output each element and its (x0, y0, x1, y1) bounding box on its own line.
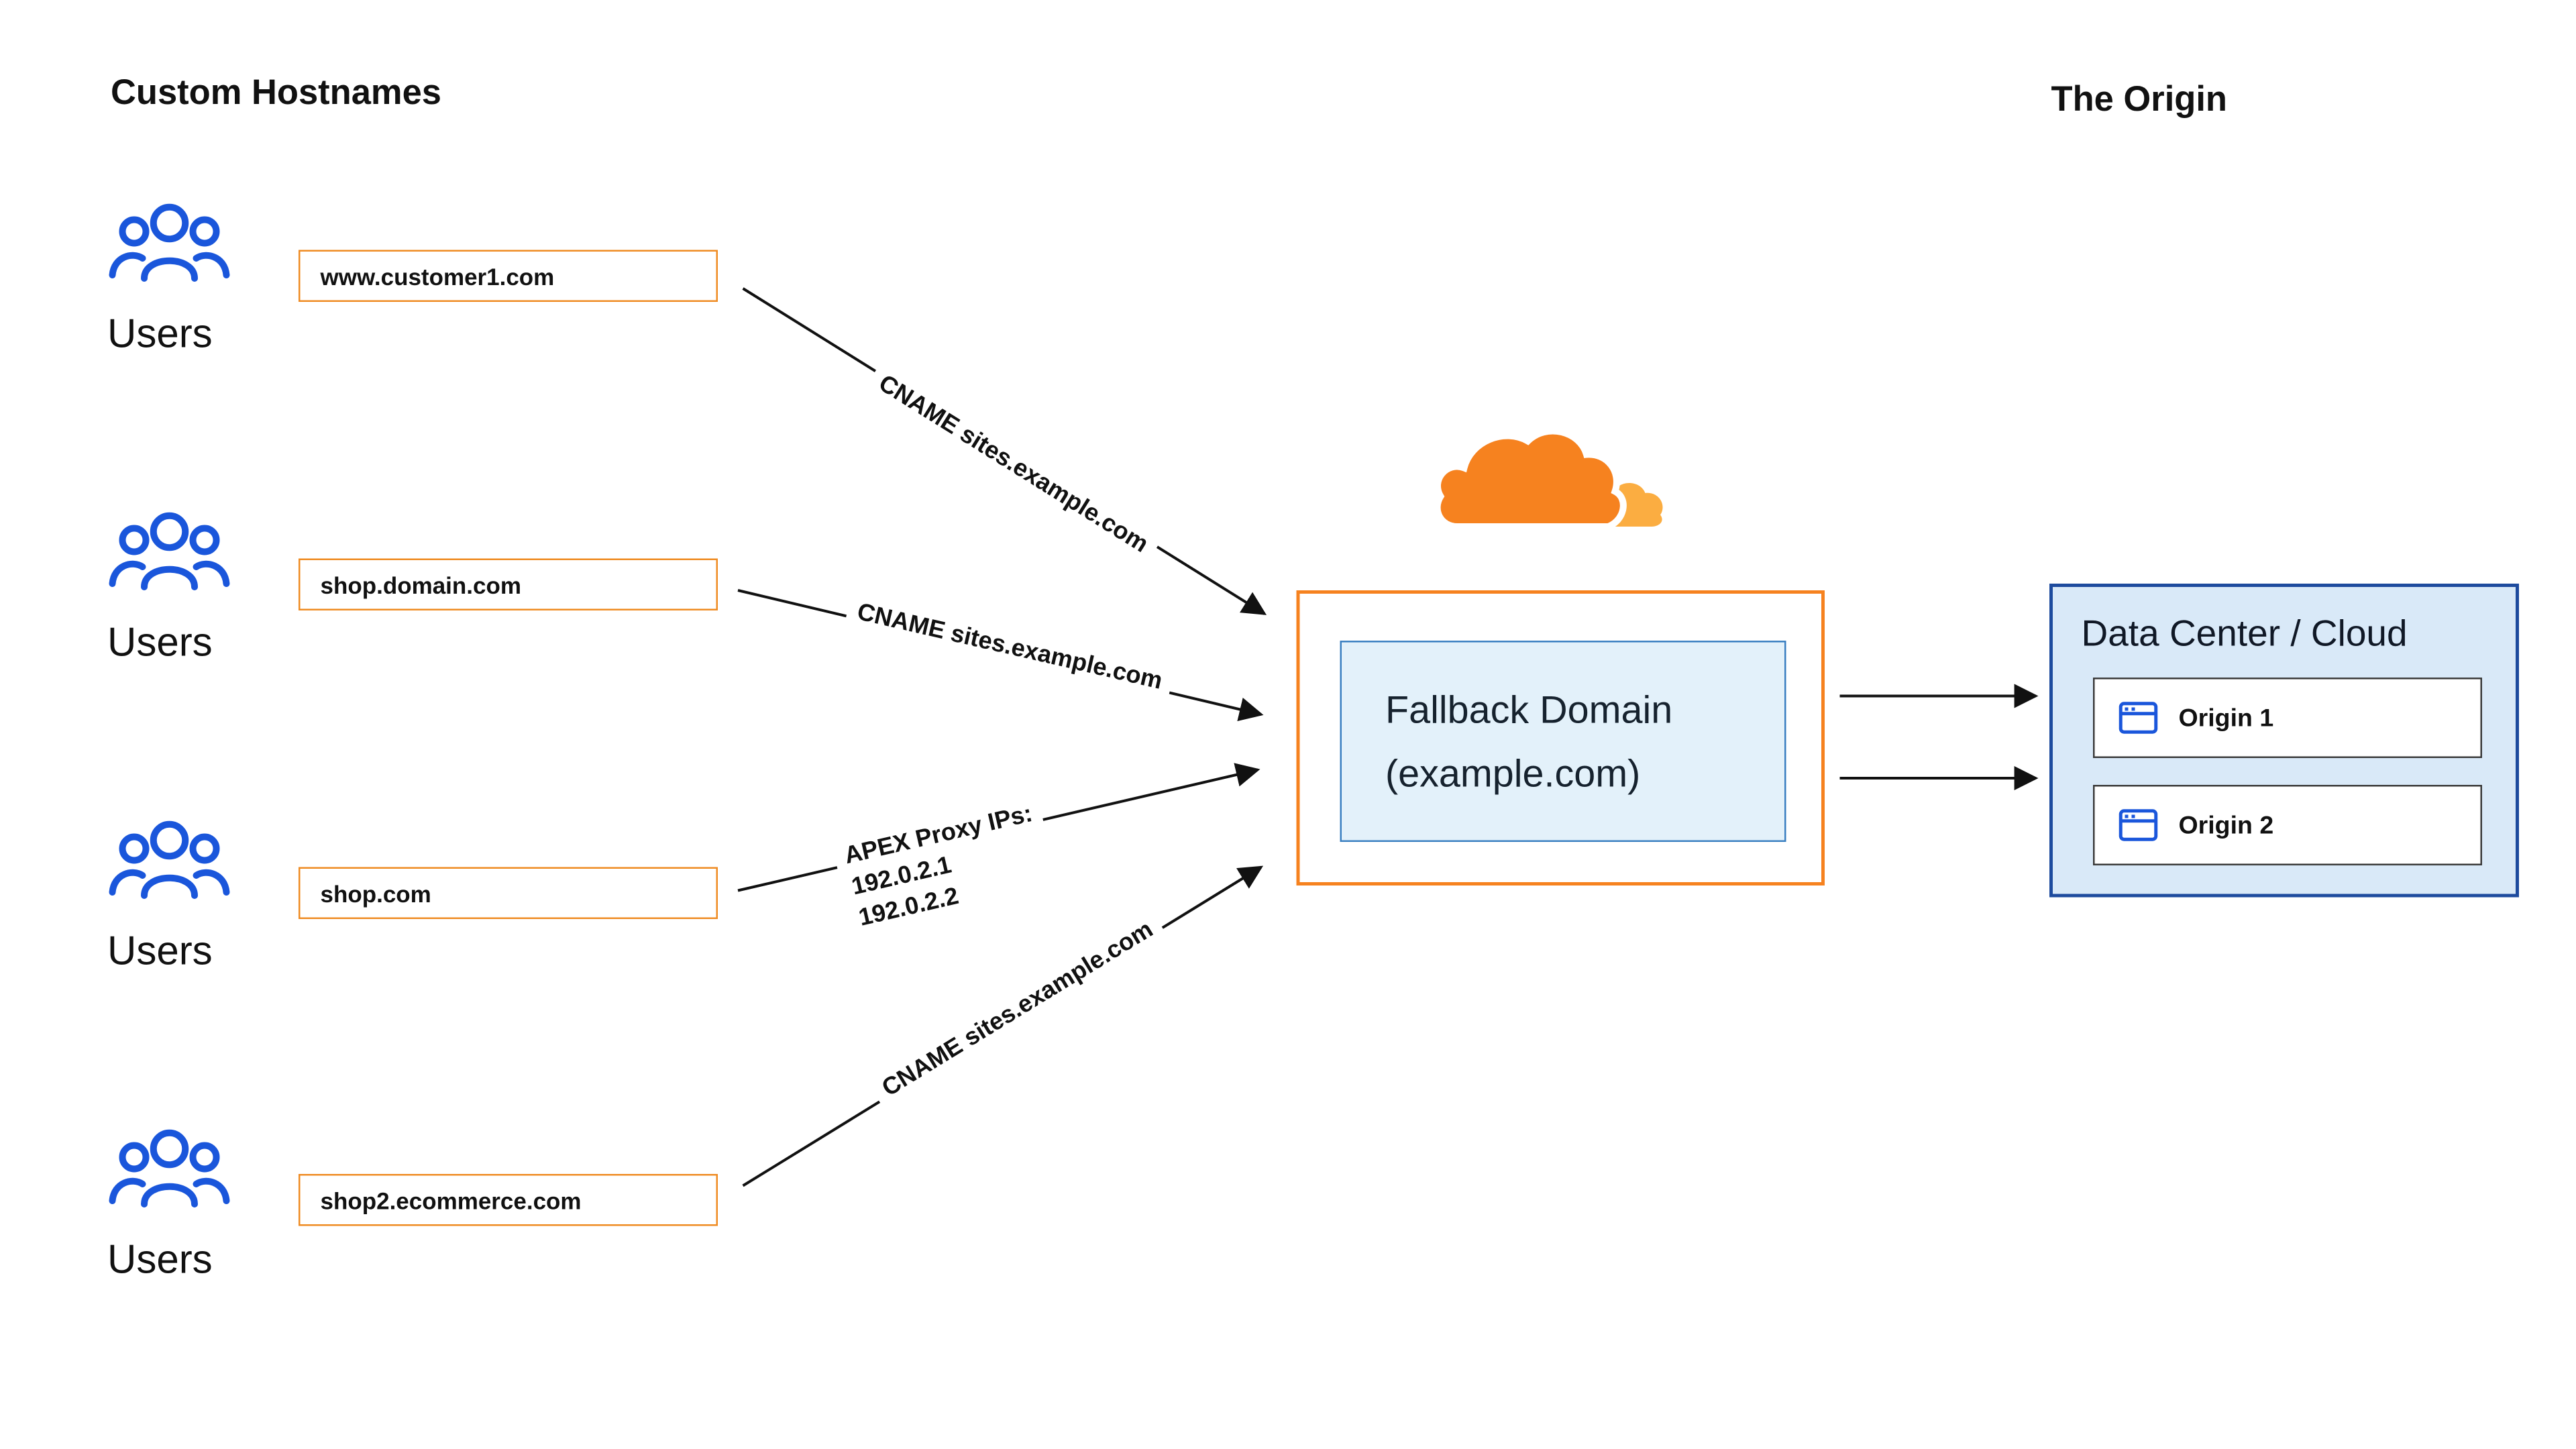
data-center-box: Data Center / Cloud Origin 1 Origin 2 (2049, 584, 2519, 898)
cloudflare-logo-icon (1434, 427, 1663, 530)
window-icon (2118, 809, 2158, 841)
hostname-label: shop2.ecommerce.com (320, 1186, 582, 1214)
cloudflare-zone-box: Fallback Domain (example.com) (1296, 590, 1825, 885)
users-label: Users (107, 1238, 213, 1283)
origin-2-box: Origin 2 (2093, 785, 2482, 865)
hostname-box-shop-domain: shop.domain.com (299, 558, 718, 610)
users-icon (109, 512, 230, 590)
data-center-title: Data Center / Cloud (2081, 612, 2408, 655)
fallback-domain-line1: Fallback Domain (1385, 688, 1673, 731)
hostname-box-shop: shop.com (299, 867, 718, 919)
fallback-domain-line2: (example.com) (1385, 751, 1641, 795)
connection-label-apex: APEX Proxy IPs: 192.0.2.1 192.0.2.2 (830, 792, 1061, 943)
users-icon (109, 820, 230, 899)
connection-label-cname-2: CNAME sites.example.com (843, 592, 1176, 703)
window-icon (2118, 702, 2158, 734)
connection-label-cname-1: CNAME sites.example.com (862, 360, 1164, 569)
origin-2-label: Origin 2 (2178, 810, 2274, 840)
users-label: Users (107, 621, 213, 666)
users-icon (109, 1129, 230, 1208)
hostname-label: shop.com (320, 879, 431, 907)
origin-1-label: Origin 1 (2178, 703, 2274, 733)
hostname-box-customer1: www.customer1.com (299, 250, 718, 302)
heading-custom-hostnames: Custom Hostnames (111, 74, 442, 113)
hostname-label: shop.domain.com (320, 571, 521, 598)
hostname-label: www.customer1.com (320, 262, 555, 290)
connection-label-cname-3: CNAME sites.example.com (866, 907, 1170, 1112)
users-icon (109, 203, 230, 282)
hostname-box-shop2-ecommerce: shop2.ecommerce.com (299, 1174, 718, 1226)
fallback-domain-box: Fallback Domain (example.com) (1340, 641, 1786, 842)
origin-1-box: Origin 1 (2093, 678, 2482, 758)
users-label: Users (107, 312, 213, 358)
heading-the-origin: The Origin (2051, 80, 2228, 119)
users-label: Users (107, 929, 213, 975)
